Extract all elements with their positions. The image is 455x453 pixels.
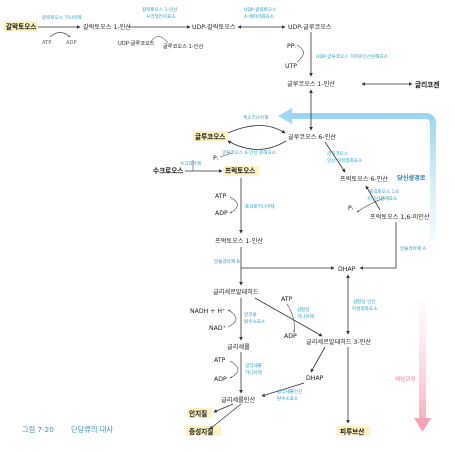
enzyme-fbpase-1: 프럭토오스 1,6 [369,188,399,195]
enzyme-fbpase-2: -이인산분해효소 [366,195,397,202]
node-glucose-1p: 글루코오스 1-인산 [287,80,335,88]
arrows [38,25,413,430]
highlight-triglyceride [186,426,221,436]
node-fructose-16bp: 프럭토오스 1,6-이인산 [370,213,430,221]
gluconeogenesis-arrow [278,108,436,240]
highlight-phospholipid [187,408,212,418]
node-g3p: 글리세르알데히드 3-인산 [306,338,371,346]
node-udp-glucose-small: UDP-글루코오스 [118,40,155,47]
node-glucose-1p-small: 글루코오스 1-인산 [163,42,203,50]
node-atp-gal: ATP [42,40,51,46]
caption-title: 단당류의 대사 [71,425,113,434]
node-triglyceride: 중성지질 [189,427,213,436]
enzyme-glycerol-3p-dh-2: 탈수소효소 [277,395,298,402]
enzyme-aldolase-a: 알돌라아제 A [400,245,427,252]
node-glycerol: 글리세롤 [227,343,250,351]
node-adp3: ADP [214,376,227,383]
node-atp2: ATP [281,296,293,303]
node-adp1: ADP [215,210,228,217]
enzyme-sucrase: 수크라아제 [180,160,201,167]
enzyme-glc6p-isomerase-1: 글루코오스 [327,151,348,157]
enzyme-glycerol-kinase-1: 글리세롤 [245,362,262,369]
node-udp-galactose: UDP-갈락토오스 [192,23,236,31]
highlight-pyruvate [337,426,370,436]
enzyme-triose-isomerase-1: 삼탄당 인산 [353,298,376,305]
node-ppi: PPᵢ [287,43,296,50]
node-glycogen: 글리코겐 [415,80,439,89]
node-adp-gal: ADP [66,40,77,46]
enzyme-hexokinase: 헥소키나아제 [243,114,268,121]
enzyme-labels: 갈락토오스 키나아제 갈락토오스 1-인산 우리딜전이효소 UDP-갈락토오스 … [42,6,427,402]
node-galactose: 갈락토오스 [6,22,36,31]
enzyme-udp-gal-epimerase-2: 4-에피머화효소 [244,13,274,20]
node-utp: UTP [285,63,297,70]
enzyme-alcohol-dh-2: 탈수소효소 [244,318,265,325]
enzyme-udp-gal-epimerase-1: UDP-갈락토오스 [244,6,276,13]
node-glycerol-3p: 글리세롤인산 [221,396,255,404]
enzyme-triokinase-2: 키나아제 [297,313,314,320]
node-udp-glucose: UDP-글루코오스 [288,24,332,31]
enzyme-glycerol-3p-dh-1: 글리세롤인산 [277,388,303,395]
node-adp2: ADP [284,333,297,340]
node-atp3: ATP [214,357,226,364]
enzyme-g6pase: 글루코오스 6-인산 분해효소 [222,149,276,156]
enzyme-gal1p-uridylyltransferase-2: 우리딜전이효소 [146,13,176,20]
enzyme-udp-glc-pyrophosphorylase: UDP-글루코오스 가피로인산분해효소 [316,53,388,60]
node-pyruvate: 피루브산 [340,427,364,436]
enzyme-aldolase-b: 알돌라아제 B [214,258,240,265]
node-dhap: DHAP [338,266,356,273]
node-nadh: NADH + H⁺ [190,308,225,315]
node-pi2: Pᵢ [348,205,353,212]
enzyme-galactokinase: 갈락토오스 키나아제 [42,14,82,21]
pathway-gluconeogenesis: 당신생경로 [397,174,426,182]
node-phospholipid: 인지질 [189,409,207,418]
enzyme-triokinase-1: 삼탄당 [297,306,310,313]
enzyme-gal1p-uridylyltransferase-1: 갈락토오스 1-인산 [142,6,178,13]
node-galactose-1p: 갈락토오스 1-인산 [83,23,131,31]
enzyme-glc6p-isomerase-2: 인산 이성질화효소 [327,157,362,164]
caption-number: 그림 7-20 [22,425,54,434]
node-dhap2: DHAP [306,375,324,382]
node-glucose: 글루코오스 [195,132,225,141]
node-nad: NAD⁺ [209,325,226,332]
enzyme-triose-isomerase-2: 이성질화효소 [352,305,377,312]
glycolysis-arrow [414,300,431,432]
node-glyceraldehyde: 글리세르알데히드 [213,288,259,296]
enzyme-glycerol-kinase-2: 키나아제 [245,369,262,376]
node-glucose-6p: 글루코오스 6-인산 [288,133,336,141]
highlight-glucose [193,131,228,141]
node-pi: Pᵢ [213,155,218,162]
node-fructose: 프럭토오스 [225,166,255,175]
pathway-glycolysis: 해당과정 [395,375,416,383]
highlight-fructose [223,166,259,176]
node-atp1: ATP [215,193,227,200]
node-sucrose: 수크로오스 [153,167,183,175]
highlight-galactose [4,21,37,31]
node-fructose-6p: 프럭토오스 6-인산 [340,175,388,183]
enzyme-fructokinase: 프럭토키나아제 [245,203,275,210]
enzyme-alcohol-dh-1: 알코올 [244,311,257,318]
node-labels: 갈락토오스 갈락토오스 1-인산 UDP-갈락토오스 UDP-글루코오스 ATP… [6,22,439,436]
node-fructose-1p: 프럭토오스 1-인산 [215,237,263,245]
